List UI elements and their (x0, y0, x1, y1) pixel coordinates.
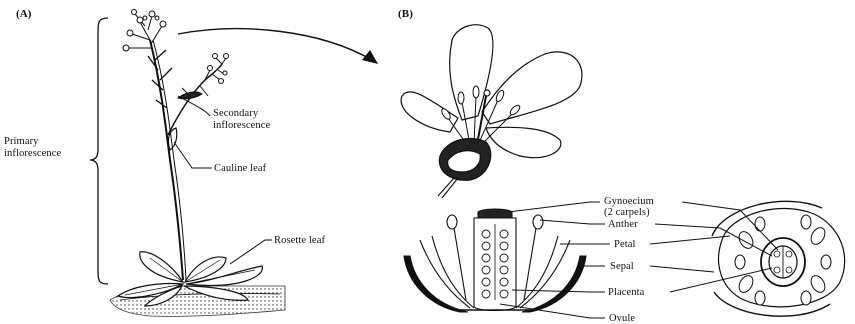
label-primary-inflorescence-1: Primary (4, 136, 39, 147)
label-gynoecium-1: Gynoecium (604, 196, 654, 207)
primary-bracket (90, 18, 108, 284)
longitudinal-section (404, 209, 586, 312)
floral-cross-section (712, 201, 845, 316)
flower-drawing (401, 25, 582, 198)
label-rosette-leaf: Rosette leaf (274, 235, 325, 246)
label-ovule: Ovule (609, 313, 635, 324)
arrow-to-flower (178, 29, 378, 64)
label-cauline-leaf: Cauline leaf (214, 163, 266, 174)
label-primary-inflorescence-2: inflorescence (4, 148, 61, 159)
label-sepal: Sepal (610, 261, 634, 272)
label-secondary-inflorescence-1: Secondary (213, 108, 258, 119)
main-stem (150, 40, 183, 280)
label-secondary-inflorescence-2: inflorescence (213, 120, 270, 131)
label-placenta: Placenta (608, 287, 644, 298)
label-petal: Petal (614, 239, 636, 250)
panel-label-b: (B) (398, 9, 413, 20)
label-gynoecium-2: (2 carpels) (604, 207, 650, 218)
panel-label-a: (A) (16, 9, 32, 20)
label-anther: Anther (608, 219, 638, 230)
